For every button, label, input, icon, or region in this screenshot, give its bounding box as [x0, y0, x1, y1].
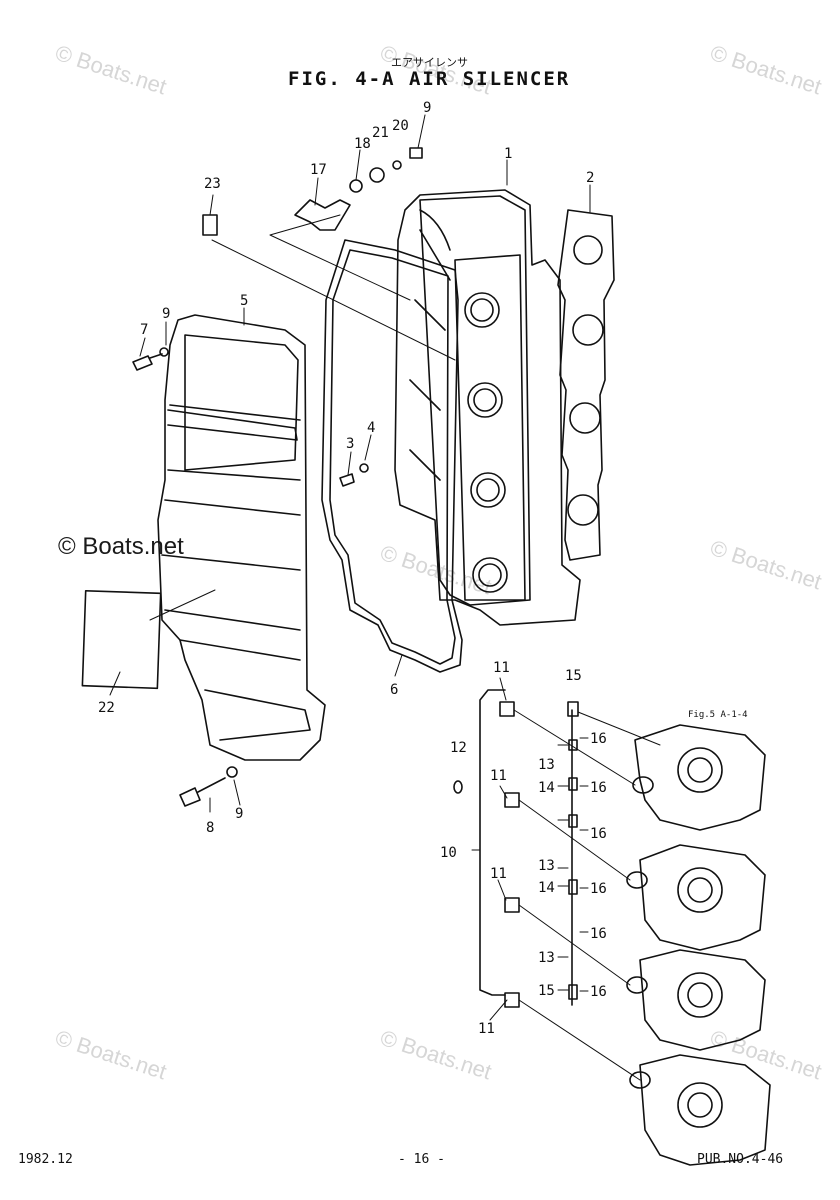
reference-note: Fig.5 A-1-4: [688, 710, 748, 720]
callout-9-top: 9: [423, 100, 431, 116]
callout-21: 21: [372, 125, 389, 141]
callout-17: 17: [310, 162, 327, 178]
figure-title: FIG. 4-A AIR SILENCER: [288, 68, 571, 90]
callout-16-d: 16: [590, 881, 607, 897]
callout-18: 18: [354, 136, 371, 152]
callout-13-b: 13: [538, 858, 555, 874]
silencer-base-housing: [394, 189, 581, 626]
washer-middle: [359, 463, 369, 473]
callouts: 1 2 3 4 5 6 7 8 9 9 9 10 11 11 11 11 12 …: [98, 100, 748, 1037]
fittings: [499, 701, 520, 1008]
callout-16-a: 16: [590, 731, 607, 747]
silencer-cover: [157, 314, 326, 761]
callout-11-a: 11: [493, 660, 510, 676]
leader-lines: [109, 114, 661, 1081]
callout-9-bottom: 9: [235, 806, 243, 822]
footer-publication-number: PUB.NO.4-46: [697, 1152, 784, 1167]
callout-16-c: 16: [590, 826, 607, 842]
callout-22: 22: [98, 700, 115, 716]
carburetor-stack: [626, 724, 771, 1166]
callout-15-a: 15: [565, 668, 582, 684]
japanese-title: エアサイレンサ: [391, 56, 468, 69]
callout-14-a: 14: [538, 780, 555, 796]
callout-16-b: 16: [590, 780, 607, 796]
o-ring: [453, 780, 463, 794]
callout-23: 23: [204, 176, 221, 192]
callout-13-c: 13: [538, 950, 555, 966]
washer-bottom: [226, 766, 238, 778]
label-plate: [81, 589, 162, 690]
callout-8: 8: [206, 820, 214, 836]
clip: [202, 214, 218, 236]
callout-11-b: 11: [490, 768, 507, 784]
callout-10: 10: [440, 845, 457, 861]
callout-11-c: 11: [490, 866, 507, 882]
bolt-middle: [339, 473, 355, 487]
washer-left: [159, 347, 169, 357]
callout-7: 7: [140, 322, 148, 338]
callout-3: 3: [346, 436, 354, 452]
hose: [479, 689, 506, 996]
callout-20: 20: [392, 118, 409, 134]
callout-15-b: 15: [538, 983, 555, 999]
callout-9-left: 9: [162, 306, 170, 322]
top-hardware: [349, 147, 423, 193]
callout-2: 2: [586, 170, 594, 186]
callout-4: 4: [367, 420, 375, 436]
fuel-line-linkage: [567, 701, 579, 1006]
callout-16-f: 16: [590, 984, 607, 1000]
footer-page-number: - 16 -: [398, 1152, 445, 1167]
callout-12: 12: [450, 740, 467, 756]
bolt-left: [132, 353, 163, 371]
callout-1: 1: [504, 146, 512, 162]
gasket-right: [557, 209, 615, 561]
callout-11-d: 11: [478, 1021, 495, 1037]
gasket-center: [321, 239, 463, 673]
footer-date: 1982.12: [18, 1152, 73, 1167]
callout-14-b: 14: [538, 880, 555, 896]
callout-6: 6: [390, 682, 398, 698]
callout-16-e: 16: [590, 926, 607, 942]
callout-13-a: 13: [538, 757, 555, 773]
bolt-bottom: [179, 777, 226, 807]
callout-5: 5: [240, 293, 248, 309]
